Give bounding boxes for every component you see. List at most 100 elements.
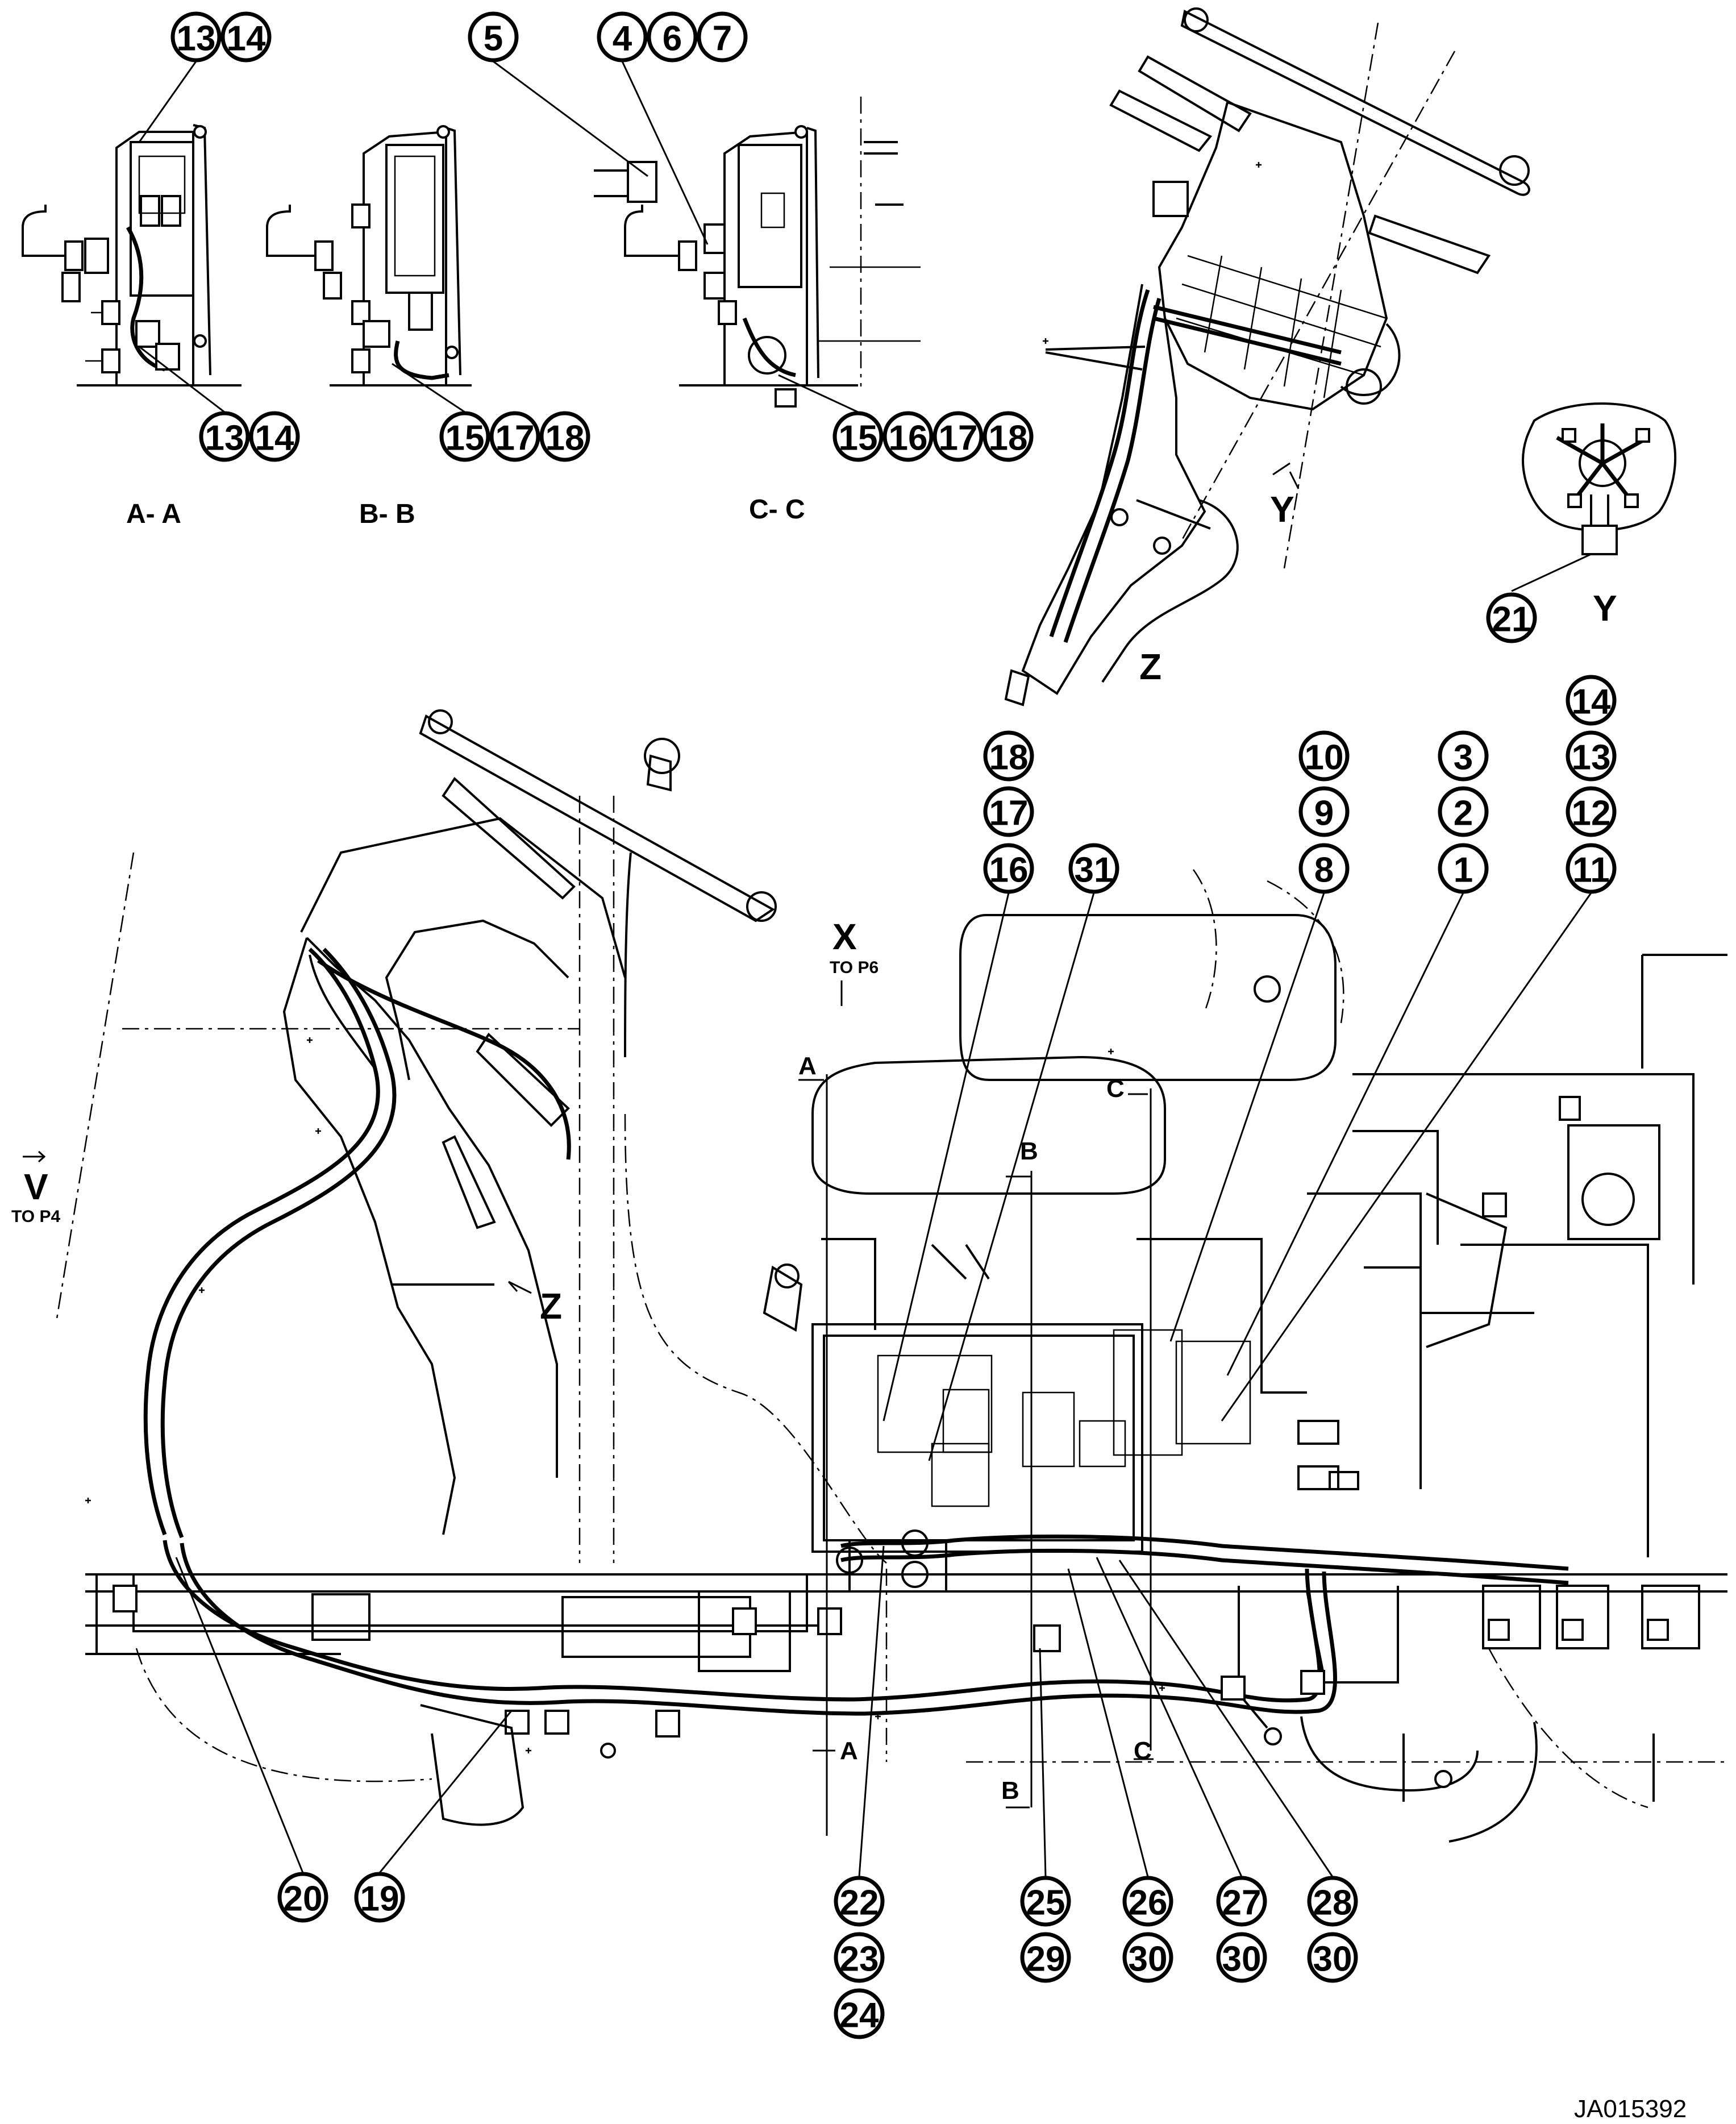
callout-c-18-b: 18 — [539, 411, 590, 462]
callout-circle — [882, 411, 934, 462]
callout-circle — [1020, 1932, 1071, 1983]
callout-c-16-m: 16 — [983, 843, 1034, 894]
callout-number: 21 — [1492, 600, 1531, 639]
callout-circle — [1307, 1932, 1358, 1983]
callout-circle — [983, 786, 1034, 837]
cut-marker-b-bottom: B — [1001, 1777, 1019, 1805]
callout-circle — [983, 411, 1034, 462]
callout-circle — [354, 1872, 405, 1923]
callout-c-13-bot-a: 13 — [199, 411, 250, 462]
callout-circle — [277, 1872, 328, 1923]
callout-circle — [832, 411, 884, 462]
callout-circle — [834, 1988, 885, 2039]
callout-circle — [1298, 843, 1350, 894]
view-label-y-top: Y — [1270, 489, 1294, 530]
callout-c-27: 27 — [1216, 1876, 1267, 1927]
callout-number: 4 — [613, 19, 632, 59]
callout-circle — [1020, 1876, 1071, 1927]
callout-number: 12 — [1572, 794, 1611, 833]
callout-c-14-bot-a: 14 — [249, 411, 300, 462]
callout-c-18-m: 18 — [983, 730, 1034, 782]
callout-c-1: 1 — [1438, 843, 1489, 894]
cut-marker-a-bottom: A — [840, 1737, 858, 1765]
callout-circle — [1566, 786, 1617, 837]
callout-circle — [983, 843, 1034, 894]
main-assembly-drawing — [56, 162, 1727, 1843]
callout-number: 30 — [1129, 1940, 1168, 1979]
callout-number: 10 — [1305, 738, 1344, 778]
callout-c-5: 5 — [468, 11, 519, 63]
callout-c-30-b: 30 — [1216, 1932, 1267, 1983]
callout-c-17-c: 17 — [932, 411, 984, 462]
callout-number: 5 — [484, 19, 503, 59]
callout-c-23: 23 — [834, 1932, 885, 1983]
callout-circle — [932, 411, 984, 462]
cut-marker-c-bottom: C — [1134, 1737, 1152, 1765]
callout-circle — [170, 11, 222, 63]
callout-number: 30 — [1222, 1940, 1262, 1979]
callout-number: 15 — [446, 419, 485, 458]
callout-c-19: 19 — [354, 1872, 405, 1923]
section-a-a-drawing — [22, 124, 242, 386]
view-label-x: X — [832, 916, 857, 957]
callout-number: 9 — [1314, 794, 1334, 833]
callout-number: 8 — [1314, 851, 1334, 890]
callout-c-7: 7 — [697, 11, 748, 63]
callout-number: 28 — [1313, 1884, 1352, 1923]
callout-circle — [697, 11, 748, 63]
callout-c-18-c: 18 — [983, 411, 1034, 462]
callout-number: 7 — [713, 19, 732, 59]
callout-circle — [834, 1932, 885, 1983]
callout-number: 18 — [989, 419, 1028, 458]
view-label-y-detail: Y — [1593, 588, 1617, 629]
callout-circle — [1566, 675, 1617, 726]
callout-number: 14 — [255, 419, 294, 458]
document-id: JA015392 — [1574, 2095, 1687, 2123]
callout-number: 3 — [1454, 738, 1473, 778]
ref-label-v: TO P4 — [11, 1207, 60, 1226]
callout-circle — [834, 1876, 885, 1927]
section-label-bb: B- B — [359, 499, 415, 529]
callout-circle — [597, 11, 648, 63]
callout-c-14-top-a: 14 — [220, 11, 272, 63]
callout-circle — [1122, 1876, 1173, 1927]
callout-circle — [539, 411, 590, 462]
callout-circle — [983, 730, 1034, 782]
callout-number: 24 — [840, 1996, 879, 2035]
callout-number: 23 — [840, 1940, 879, 1979]
callout-c-6: 6 — [647, 11, 698, 63]
callout-number: 11 — [1572, 851, 1610, 890]
callout-c-14-r: 14 — [1566, 675, 1617, 726]
callout-c-30-c: 30 — [1307, 1932, 1358, 1983]
callout-number: 20 — [284, 1880, 323, 1919]
callout-c-11: 11 — [1566, 843, 1617, 894]
callout-number: 22 — [840, 1884, 879, 1923]
callout-circle — [1068, 843, 1119, 894]
callout-circle — [489, 411, 540, 462]
callout-circle — [1566, 843, 1617, 894]
section-c-c-drawing — [594, 97, 921, 408]
callout-c-25: 25 — [1020, 1876, 1071, 1927]
callout-c-8: 8 — [1298, 843, 1350, 894]
callout-c-13-r: 13 — [1566, 730, 1617, 782]
callout-number: 13 — [205, 419, 244, 458]
callout-number: 6 — [663, 19, 682, 59]
callout-number: 17 — [939, 419, 978, 458]
view-label-z-main: Z — [540, 1286, 562, 1327]
text-labels: A- A B- B C- C Y Y Z Z X TO P6 V TO P4 A… — [11, 489, 1687, 2123]
callout-c-15-b: 15 — [439, 411, 490, 462]
callout-circle — [1307, 1876, 1358, 1927]
view-y-detail-drawing — [1511, 402, 1677, 592]
leader-lines — [138, 60, 1592, 1877]
callout-number: 13 — [1572, 738, 1611, 778]
ref-label-x: TO P6 — [830, 958, 879, 977]
callout-c-2: 2 — [1438, 786, 1489, 837]
callout-number: 17 — [496, 419, 535, 458]
callout-circle — [1438, 843, 1489, 894]
callout-c-4: 4 — [597, 11, 648, 63]
callout-number: 14 — [227, 19, 266, 59]
view-label-v: V — [24, 1166, 48, 1207]
callout-circle — [1438, 730, 1489, 782]
